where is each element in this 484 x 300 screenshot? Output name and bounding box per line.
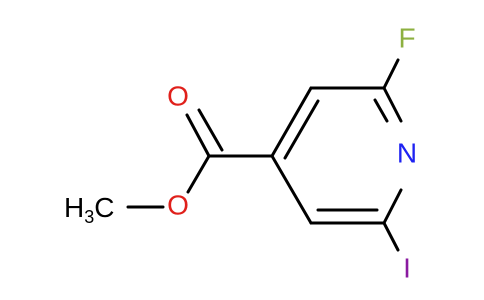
- fluorine-label: F: [398, 22, 415, 53]
- methyl-h: H: [64, 192, 84, 223]
- bond-c4-c5: [270, 154, 313, 225]
- methyl-label: H3C: [64, 192, 114, 226]
- bond-c3-c4: [270, 86, 313, 158]
- bond-n-c2-inner: [373, 98, 389, 123]
- bond-n-c2: [382, 86, 403, 123]
- bond-c6-n: [382, 188, 403, 225]
- methyl-c: C: [94, 192, 114, 223]
- bond-c3-c4-inner: [283, 99, 320, 160]
- nitrogen-label: N: [397, 137, 417, 168]
- bond-carbonyl-o-inner: [197, 108, 224, 152]
- bond-c2-f: [382, 58, 400, 90]
- carbonyl-oxygen-label: O: [167, 80, 189, 111]
- methyl-subscript: 3: [84, 207, 94, 227]
- bond-carbonyl-o: [185, 113, 211, 158]
- bond-c6-i: [382, 221, 400, 252]
- ester-oxygen-label: O: [167, 189, 189, 220]
- iodine-label: I: [403, 252, 411, 283]
- bond-carbonyl-ester-o: [186, 154, 211, 194]
